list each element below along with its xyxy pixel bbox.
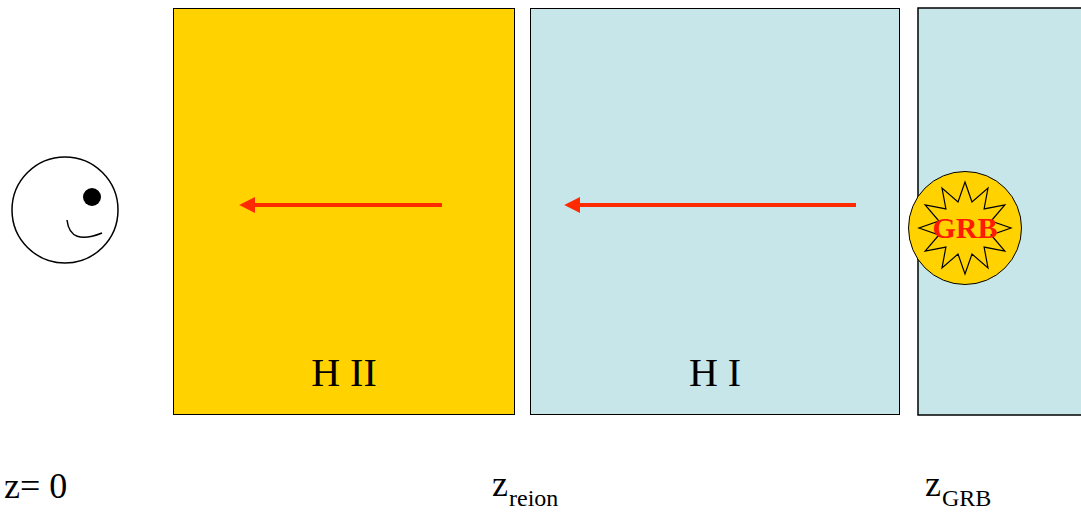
- light-ray-arrow: [577, 203, 856, 207]
- redshift-subscript: GRB: [942, 486, 991, 510]
- grb-circle: GRB: [908, 171, 1022, 285]
- redshift-label: z= 0: [4, 468, 67, 504]
- source-label: GRB: [932, 211, 997, 245]
- neutral-region-box: H I: [530, 8, 900, 415]
- starburst-outline: [919, 182, 1011, 274]
- observer-smile: [67, 220, 102, 237]
- redshift-label: z: [492, 466, 508, 502]
- light-ray-arrow: [252, 203, 442, 207]
- observer-face: [12, 157, 118, 263]
- redshift-label: z: [925, 466, 941, 502]
- ionized-region-box: H II: [173, 8, 515, 415]
- observer-eye: [83, 188, 101, 206]
- ionized-region-fill: [173, 8, 515, 415]
- redshift-subscript: reion: [509, 486, 558, 510]
- region-label: H I: [689, 349, 741, 396]
- neutral-region-fill: [530, 8, 900, 415]
- region-label: H II: [311, 349, 377, 396]
